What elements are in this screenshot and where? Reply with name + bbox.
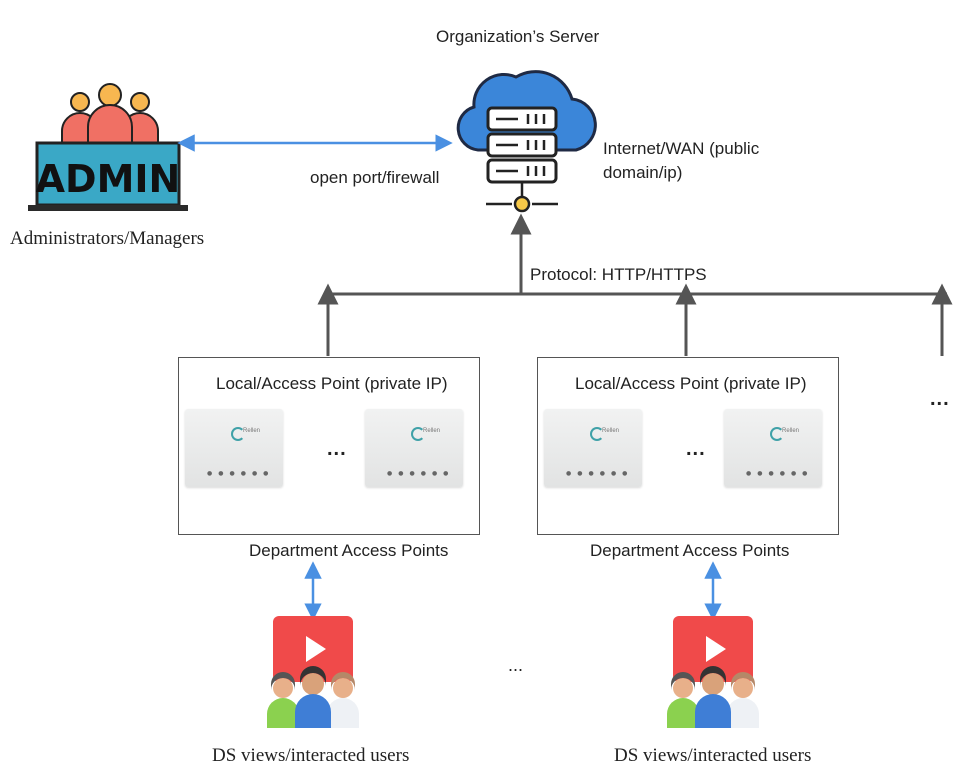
router-device: Rellen ●●●●●● [724, 409, 822, 487]
router-logo-icon [590, 427, 604, 441]
router-logo-icon [770, 427, 784, 441]
cloud-server-icon [456, 70, 597, 213]
access-point-title: Local/Access Point (private IP) [575, 374, 807, 393]
video-play-users-icon [667, 616, 759, 728]
access-point-box: Local/Access Point (private IP) Rellen ●… [178, 357, 480, 535]
router-separator: ... [686, 438, 706, 460]
admin-server-link-label: open port/firewall [310, 168, 440, 187]
more-branches-ellipsis: ... [930, 388, 950, 410]
router-led-icons: ●●●●●● [566, 470, 634, 477]
router-device: Rellen ●●●●●● [185, 409, 283, 487]
admin-badge-text: ADMIN [36, 157, 181, 201]
router-logo-icon [231, 427, 245, 441]
protocol-label: Protocol: HTTP/HTTPS [530, 265, 707, 284]
access-point-caption: Department Access Points [590, 541, 790, 560]
server-title: Organization’s Server [436, 27, 600, 46]
users-caption: DS views/interacted users [212, 745, 410, 766]
router-led-icons: ●●●●●● [207, 470, 275, 477]
access-point-caption: Department Access Points [249, 541, 449, 560]
access-point-title: Local/Access Point (private IP) [216, 374, 448, 393]
video-play-users-icon [267, 616, 359, 728]
router-device: Rellen ●●●●●● [365, 409, 463, 487]
access-point-box: Local/Access Point (private IP) Rellen ●… [537, 357, 839, 535]
router-led-icons: ●●●●●● [387, 470, 455, 477]
users-caption: DS views/interacted users [614, 745, 812, 766]
network-label-line2: domain/ip) [603, 163, 683, 182]
router-separator: ... [327, 438, 347, 460]
admin-group-icon: ADMIN [28, 83, 188, 211]
more-user-groups-ellipsis: ... [508, 655, 524, 675]
admin-caption: Administrators/Managers [10, 228, 205, 249]
network-label-line1: Internet/WAN (public [603, 139, 760, 158]
router-device: Rellen ●●●●●● [544, 409, 642, 487]
router-led-icons: ●●●●●● [746, 470, 814, 477]
router-logo-icon [411, 427, 425, 441]
